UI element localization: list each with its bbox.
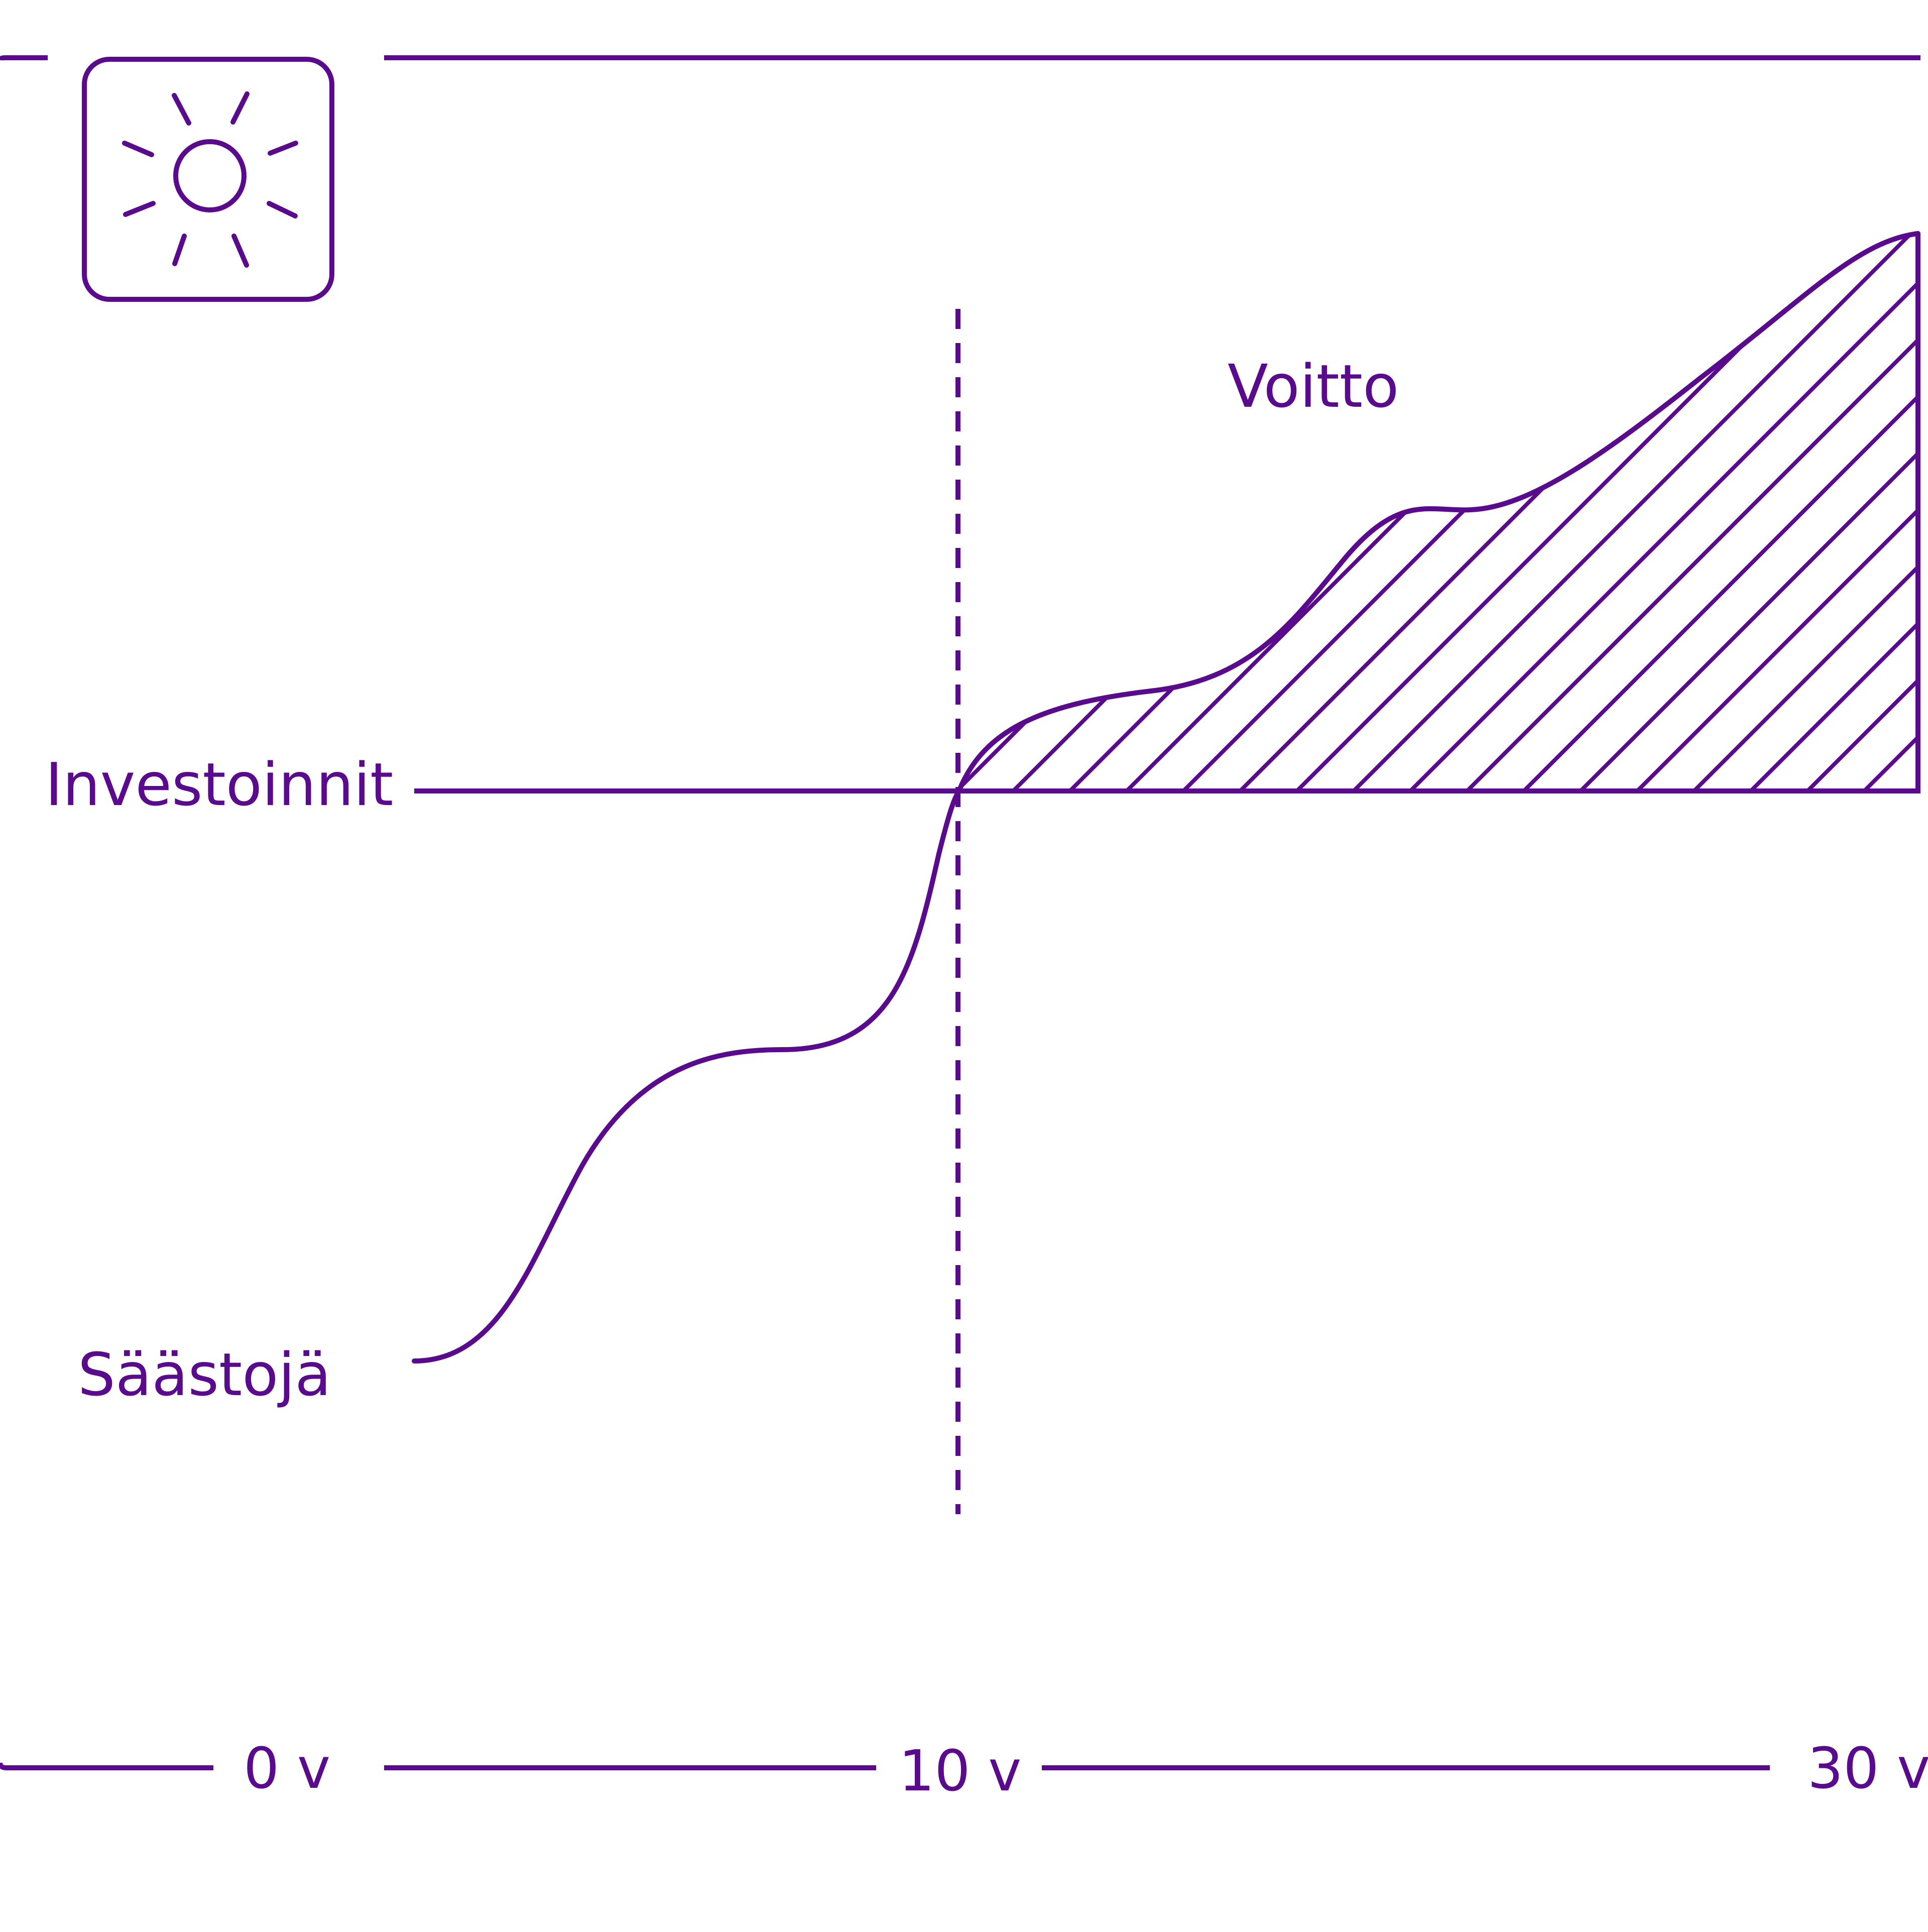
hatch-line <box>1803 234 1918 791</box>
growth-curve <box>412 231 1920 1363</box>
timeline-tick-30: 30 v <box>1808 1736 1928 1801</box>
hatch-line <box>1577 234 1918 791</box>
hatch-line <box>1520 234 1918 791</box>
timeline-segment-start <box>0 1762 213 1770</box>
hatch-line <box>1463 234 1918 791</box>
hatch-line <box>959 234 1533 791</box>
top-left-frame-corner <box>0 55 48 61</box>
hatch-line <box>1123 234 1703 791</box>
hatch-line <box>1406 234 1918 791</box>
label-investments: Investoinnit <box>45 750 393 819</box>
hatch-line <box>1293 234 1873 791</box>
profit-area <box>959 234 1918 791</box>
hatch-line <box>1066 234 1646 791</box>
hatch-line <box>1179 234 1760 791</box>
label-savings: Säästojä <box>78 1340 331 1409</box>
hatch-line <box>1747 234 1918 791</box>
sun-icon-frame <box>82 57 334 302</box>
sun-icon-core <box>173 139 247 212</box>
hatch-line <box>1690 234 1918 791</box>
hatch-line <box>1236 234 1817 791</box>
hatch-line <box>1633 234 1918 791</box>
label-profit: Voitto <box>1228 352 1399 421</box>
sun-icon <box>82 57 334 302</box>
timeline-tick-0: 0 v <box>244 1736 330 1801</box>
timeline-tick-10: 10 v <box>899 1739 1021 1804</box>
hatch-line <box>1350 234 1918 791</box>
